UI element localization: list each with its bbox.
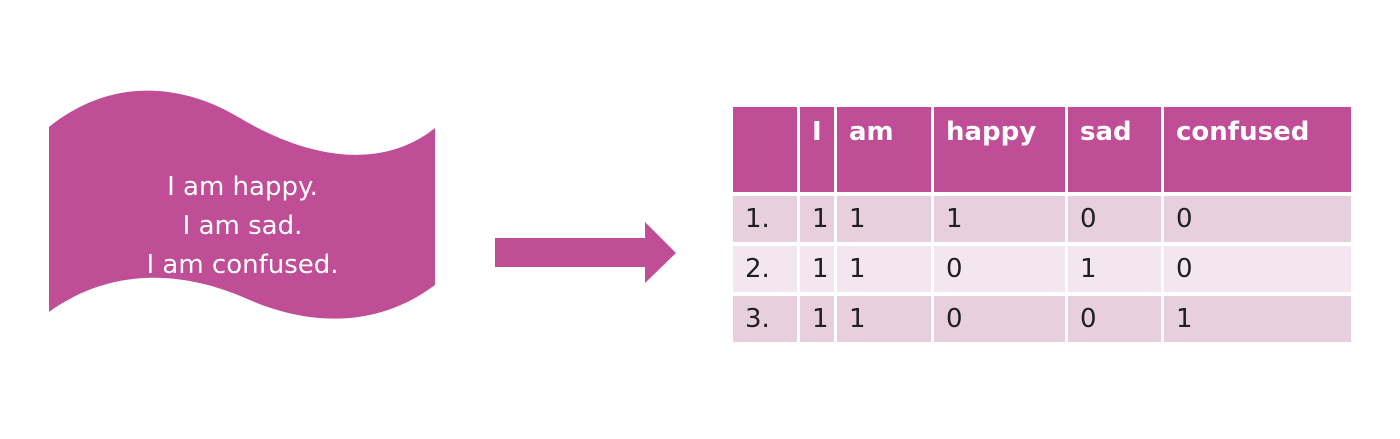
header-cell: confused <box>1164 107 1351 192</box>
arrow-shape <box>495 222 676 283</box>
sentence-1: I am happy. <box>167 172 318 202</box>
document-sentences: I am happy. I am sad. I am confused. <box>50 168 435 285</box>
table-row: 1. 1 1 1 0 0 <box>733 196 1351 242</box>
table-cell: 0 <box>1164 196 1351 242</box>
table-cell: 1 <box>837 196 931 242</box>
table-cell: 2. <box>733 246 797 292</box>
table-cell: 1 <box>800 296 834 342</box>
sentence-2: I am sad. <box>182 211 303 241</box>
bag-of-words-table: I am happy sad confused 1. 1 1 1 0 0 2. … <box>730 103 1354 346</box>
table-cell: 0 <box>1164 246 1351 292</box>
table-row: 2. 1 1 0 1 0 <box>733 246 1351 292</box>
sentence-3: I am confused. <box>146 250 339 280</box>
table-cell: 1 <box>934 196 1065 242</box>
header-cell <box>733 107 797 192</box>
table-cell: 0 <box>934 246 1065 292</box>
header-cell: I <box>800 107 834 192</box>
table-cell: 1 <box>800 246 834 292</box>
header-cell: am <box>837 107 931 192</box>
table-cell: 1 <box>1068 246 1161 292</box>
document-wave-fill <box>49 90 435 319</box>
table-cell: 0 <box>1068 296 1161 342</box>
table-cell: 1 <box>837 246 931 292</box>
table-header-row: I am happy sad confused <box>733 107 1351 192</box>
table-cell: 1 <box>800 196 834 242</box>
header-cell: sad <box>1068 107 1161 192</box>
table-cell: 1 <box>1164 296 1351 342</box>
table-cell: 0 <box>934 296 1065 342</box>
table-cell: 1. <box>733 196 797 242</box>
table-row: 3. 1 1 0 0 1 <box>733 296 1351 342</box>
table-cell: 1 <box>837 296 931 342</box>
table-cell: 3. <box>733 296 797 342</box>
table-cell: 0 <box>1068 196 1161 242</box>
header-cell: happy <box>934 107 1065 192</box>
